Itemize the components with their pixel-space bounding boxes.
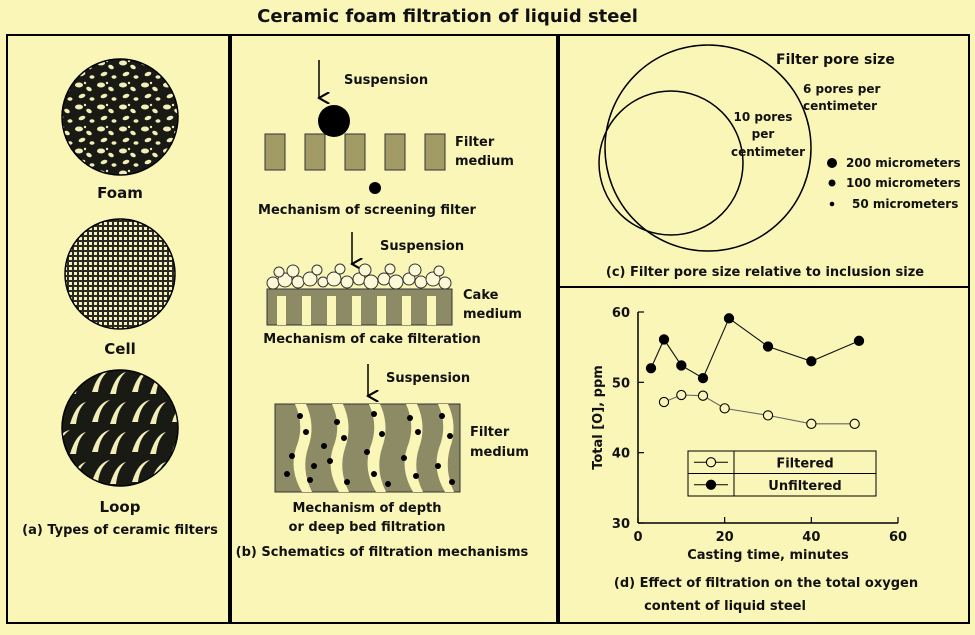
data-point-unfiltered	[645, 363, 657, 374]
legend-100: 100 micrometers	[846, 176, 961, 190]
trapped-inclusions	[284, 411, 455, 487]
small-inclusion	[369, 182, 381, 194]
inner-pore-label-2: per	[752, 127, 775, 141]
data-point-unfiltered	[723, 313, 735, 324]
data-point-filtered	[697, 390, 709, 401]
y-axis-label: Total [O], ppm	[591, 365, 606, 470]
screening-medium-label-1: Filter	[455, 135, 495, 150]
x-axis-label: Casting time, minutes	[687, 548, 849, 563]
screening-caption: Mechanism of screening filter	[258, 203, 477, 218]
data-point-unfiltered	[762, 341, 774, 352]
legend-200: 200 micrometers	[846, 156, 961, 170]
inclusion-200	[827, 158, 837, 168]
inclusion-50	[829, 201, 835, 207]
depth-medium-label-1: Filter	[470, 425, 510, 440]
panel-c-caption: (c) Filter pore size relative to inclusi…	[606, 265, 924, 280]
pore-size-heading: Filter pore size	[776, 52, 895, 68]
depth-caption-2: or deep bed filtration	[289, 520, 446, 535]
depth-suspension-label: Suspension	[386, 371, 470, 386]
data-point-filtered	[658, 396, 670, 408]
y-tick-label: 50	[612, 376, 630, 391]
series-line-unfiltered	[650, 317, 860, 379]
panel-a-caption: (a) Types of ceramic filters	[22, 523, 218, 538]
outer-pore-label-2: centimeter	[803, 99, 877, 113]
data-point-unfiltered	[658, 334, 670, 345]
data-point-unfiltered	[853, 335, 865, 346]
legend-label: Filtered	[776, 456, 833, 471]
data-point-unfiltered	[676, 360, 687, 371]
loop-filter-image	[61, 369, 179, 487]
x-tick-label: 20	[716, 530, 734, 545]
data-point-unfiltered	[697, 372, 709, 384]
panel-mechanisms: Suspension Filter medium Mechanism of sc…	[230, 34, 558, 624]
legend-marker	[705, 479, 717, 490]
cake-medium-label-2: medium	[463, 307, 522, 322]
figure-title: Ceramic foam filtration of liquid steel	[257, 6, 638, 27]
depth-filter-diagram: Suspension Filter medium Mecha	[274, 364, 529, 535]
cell-label: Cell	[104, 340, 135, 358]
pore-size-drawing: Filter pore size 6 pores per centimeter …	[598, 44, 961, 280]
panel-d-caption-1: (d) Effect of filtration on the total ox…	[614, 576, 918, 591]
legend-50: 50 micrometers	[852, 197, 958, 211]
data-point-filtered	[849, 418, 860, 429]
y-tick-label: 40	[612, 447, 630, 462]
panel-filter-types: Foam Cell Loop (a) Types of ceramic filt…	[6, 34, 230, 624]
legend-marker	[705, 457, 717, 468]
panel-d-caption-2: content of liquid steel	[644, 599, 806, 614]
foam-label: Foam	[97, 184, 143, 202]
inner-pore-label-3: centimeter	[731, 145, 805, 159]
data-point-filtered	[719, 403, 730, 414]
x-tick-label: 60	[889, 530, 907, 545]
legend-label: Unfiltered	[768, 479, 841, 494]
inclusion-100	[828, 179, 836, 187]
filter-types-drawing: Foam Cell Loop (a) Types of ceramic filt…	[22, 58, 218, 538]
pore-10-per-cm	[598, 90, 744, 236]
x-tick-label: 40	[802, 530, 820, 545]
depth-medium-label-2: medium	[470, 445, 529, 460]
large-inclusion	[318, 105, 350, 137]
data-point-filtered	[762, 410, 774, 421]
screening-suspension-label: Suspension	[344, 73, 428, 88]
inner-pore-label-1: 10 pores	[734, 110, 793, 124]
series-line-filtered	[663, 394, 855, 425]
cake-suspension-label: Suspension	[380, 239, 464, 254]
mechanisms-drawing: Suspension Filter medium Mechanism of sc…	[236, 60, 529, 560]
cake-medium-label-1: Cake	[463, 288, 499, 303]
cell-filter-image	[64, 218, 176, 330]
cake-particle-layer	[266, 263, 452, 290]
cake-caption: Mechanism of cake filteration	[263, 332, 480, 347]
panel-pore-size: Filter pore size 6 pores per centimeter …	[558, 34, 970, 288]
foam-filter-image	[61, 58, 179, 176]
outer-pore-label-1: 6 pores per	[803, 82, 880, 96]
y-tick-label: 30	[612, 517, 630, 532]
screening-medium-label-2: medium	[455, 154, 514, 169]
data-point-unfiltered	[806, 356, 817, 367]
screening-filter-diagram: Suspension Filter medium Mechanism of sc…	[258, 60, 514, 218]
data-point-filtered	[806, 418, 817, 429]
data-point-filtered	[676, 389, 687, 401]
cake-filter-diagram: Suspension Cake medium Mechanism of cake	[263, 232, 522, 347]
panel-b-caption: (b) Schematics of filtration mechanisms	[236, 545, 529, 560]
depth-caption-1: Mechanism of depth	[292, 501, 441, 516]
y-tick-label: 60	[612, 306, 630, 321]
pore-6-per-cm	[604, 44, 812, 252]
loop-label: Loop	[100, 498, 141, 516]
x-tick-label: 0	[633, 530, 642, 545]
